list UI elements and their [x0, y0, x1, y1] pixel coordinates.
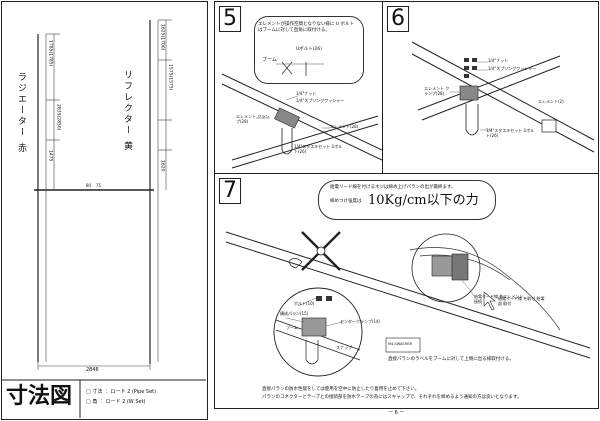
- step6-label-washer: 1/4"スプリングワッシャー: [488, 66, 537, 71]
- legend-line-1: □ 寸法 ︰ ロード 2 (Pipe Set): [86, 389, 157, 395]
- step5-label-nut: 1/4"ナット: [296, 91, 317, 96]
- step5-label-washer: 1/4"スプリングワッシャー: [296, 98, 345, 103]
- step7-label-boom: ブーム: [286, 325, 298, 330]
- step7-footer-line2: パランのコネクターとテープとの接続部を防水テープの為にはスキャップで、それぞれを…: [262, 395, 522, 400]
- left-dim-3: 1475: [47, 150, 53, 162]
- step6-label-element: エレメント(2): [538, 99, 564, 104]
- right-dim-2: 1575(1575): [167, 64, 173, 91]
- step6-label-ubolt: 1/4"スタスキセット Uボルト(26): [486, 128, 535, 139]
- step7-label-center-clamp: センタークランプ(14): [340, 319, 381, 324]
- step6-panel: [382, 1, 599, 175]
- step5-boom-label: ブーム: [262, 57, 277, 63]
- step5-label-element: エレメント(28): [330, 124, 359, 129]
- step5-number: 5: [219, 6, 241, 32]
- step5-label-clamp: エレメント クランプ(28): [236, 114, 270, 125]
- step6-label-clamp: エレメント クランプ(28): [424, 86, 450, 97]
- step7-bottom-note: 直接パランのラベルをブームに対して上側に出る様取付ける。: [388, 357, 514, 362]
- step6-label-nut: 1/4"ナット: [488, 58, 509, 63]
- step7-label-snap: スナップ: [336, 345, 352, 350]
- step7-label-washer: M4-SWASHER: [388, 342, 412, 346]
- dimension-title: 寸法図: [6, 384, 73, 409]
- top-dim-right: 75: [96, 183, 102, 188]
- step7-label-bolt: ボルト(10): [294, 301, 315, 306]
- step7-note-prefix: 締めつけ強度は: [330, 199, 362, 204]
- right-dim-3: 1620: [159, 160, 165, 172]
- reflector-label: リフレクター 黄: [122, 70, 132, 152]
- step7-footer-line1: 直接パランの防水性能をしては使用を空中に防止したり着用を止めて下さい。: [262, 387, 420, 392]
- legend-line-2: □ 角 ︰ ロード 2 (W Set): [86, 399, 146, 405]
- step6-number: 6: [387, 6, 409, 32]
- top-dim-left: 80: [86, 183, 92, 188]
- step7-note-line1: 給電リード線を付けるネジは締め上げパランの出が最終ます。: [330, 185, 456, 190]
- step5-note: エレメントが操作空間となりない様に U ボルトはブームに対して直角に取付ける。: [258, 22, 355, 34]
- dimension-panel: [1, 1, 208, 420]
- step7-number: 7: [219, 178, 241, 204]
- radiator-label: ラジエーター 赤: [16, 72, 26, 154]
- step5-ubolt-label: Uボルト(26): [296, 47, 323, 52]
- page-number: ー 6 ー: [388, 410, 405, 416]
- step7-label-feed-connect: 給電リード線 各エレメント 接続: [474, 294, 524, 305]
- step7-note-callout: [318, 180, 496, 220]
- step7-label-feed-mount: 給電リード線 を取付 給電部 取付: [498, 296, 545, 307]
- left-dim-1: 1785(1785): [47, 40, 53, 67]
- step5-label-ubolt: 1/4"スタスキセット Uボルト(26): [294, 144, 343, 155]
- step7-label-balun: 構成パラン(15): [280, 311, 309, 316]
- bottom-dim: 2846: [86, 367, 99, 373]
- step7-note-force: 10Kg/cm以下の力: [368, 193, 479, 208]
- right-dim-1: 1625(1700): [159, 24, 165, 51]
- step5-note-callout: [254, 16, 364, 84]
- left-dim-2: 2835(2850): [55, 104, 61, 131]
